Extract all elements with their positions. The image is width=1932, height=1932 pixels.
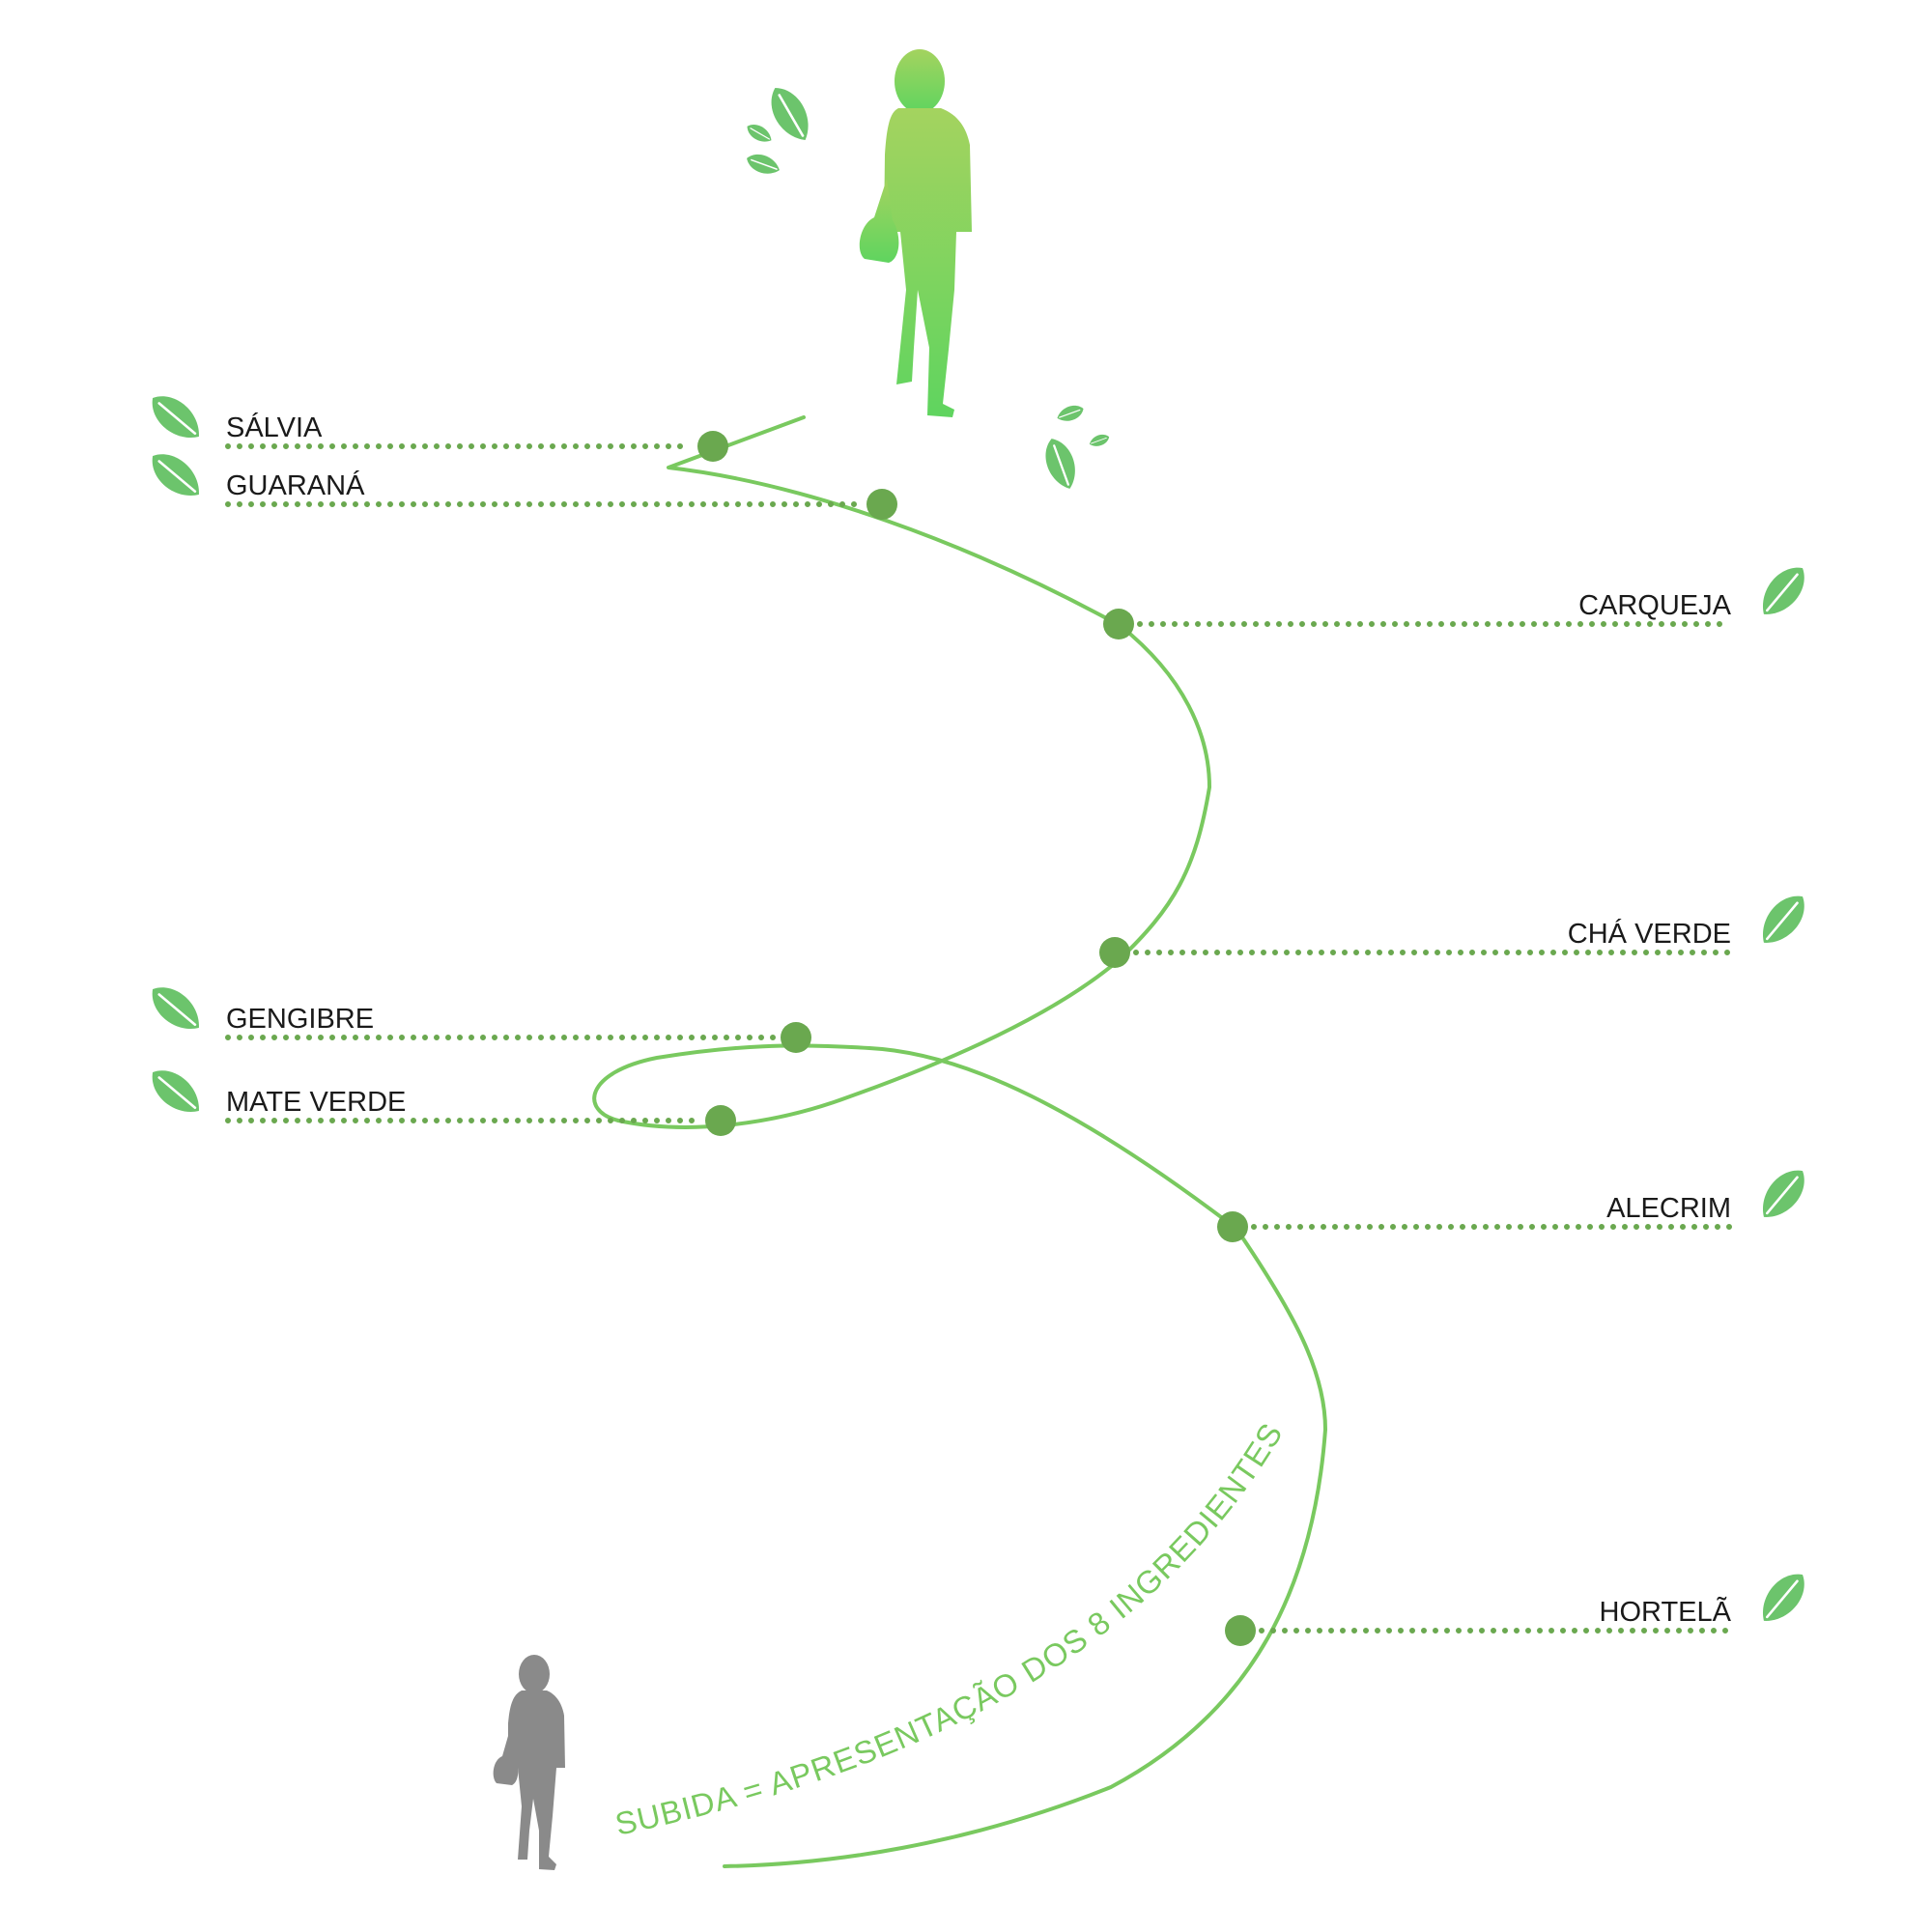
ingredient-label: GENGIBRE bbox=[226, 1004, 374, 1035]
winding-path bbox=[592, 415, 1327, 1868]
ingredient-node bbox=[781, 1022, 811, 1053]
ingredient-row: HORTELÃ bbox=[1225, 1563, 1816, 1646]
ingredient-node bbox=[697, 431, 728, 462]
ingredient-row: ALECRIM bbox=[1217, 1159, 1816, 1242]
leaf-icon bbox=[141, 976, 211, 1041]
leaf-icon bbox=[141, 442, 211, 508]
ingredient-node bbox=[1099, 937, 1130, 968]
leaf-icon bbox=[1054, 401, 1087, 426]
ingredient-row: CHÁ VERDE bbox=[1099, 885, 1816, 968]
ingredient-node bbox=[1103, 609, 1134, 639]
ingredient-label: MATE VERDE bbox=[226, 1087, 406, 1118]
leaf-icon bbox=[1750, 1159, 1816, 1229]
ingredient-label: ALECRIM bbox=[1606, 1193, 1731, 1224]
leaf-icon bbox=[1087, 431, 1112, 450]
ingredient-row: GENGIBRE bbox=[141, 976, 811, 1053]
ingredient-label: GUARANÁ bbox=[226, 469, 365, 501]
ingredient-rows: SÁLVIA GUARANÁ CARQUEJA CHÁ VERDE GENGIBRE MA… bbox=[141, 384, 1816, 1646]
ingredient-label: CHÁ VERDE bbox=[1568, 918, 1731, 950]
leaf-icon bbox=[141, 384, 211, 450]
leaf-icon bbox=[1750, 1563, 1816, 1633]
ingredient-row: GUARANÁ bbox=[141, 442, 897, 520]
ingredient-node bbox=[867, 489, 897, 520]
ingredient-label: HORTELÃ bbox=[1600, 1595, 1732, 1628]
curve-caption: SUBIDA = APRESENTAÇÃO DOS 8 INGREDIENTES bbox=[612, 1416, 1290, 1842]
leaf-icon bbox=[1037, 433, 1084, 495]
ingredient-row: SÁLVIA bbox=[141, 384, 728, 462]
ingredient-row: CARQUEJA bbox=[1103, 556, 1816, 639]
leaf-icon bbox=[743, 149, 783, 180]
top-person-silhouette bbox=[859, 49, 972, 417]
leaf-icon bbox=[141, 1059, 211, 1124]
leaf-icon bbox=[1750, 556, 1816, 626]
ingredient-node bbox=[705, 1105, 736, 1136]
leaf-icon bbox=[1750, 885, 1816, 954]
ingredient-node bbox=[1225, 1615, 1256, 1646]
leaf-icon bbox=[743, 119, 776, 148]
ingredient-row: MATE VERDE bbox=[141, 1059, 736, 1136]
ingredient-label: CARQUEJA bbox=[1578, 590, 1732, 621]
ingredient-node bbox=[1217, 1211, 1248, 1242]
bottom-person-silhouette bbox=[493, 1655, 565, 1870]
ingredient-label: SÁLVIA bbox=[226, 412, 323, 443]
